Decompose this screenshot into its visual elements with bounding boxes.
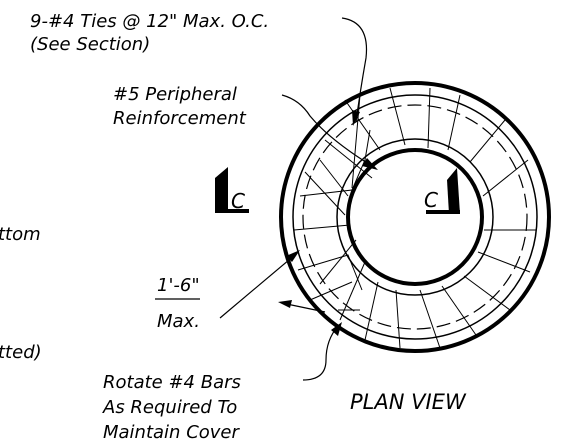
peripheral-note-line2: Reinforcement — [113, 108, 247, 129]
bar-hatching — [293, 87, 536, 349]
cropped-note-bottom: ttom — [0, 224, 41, 245]
rotate-note-line1: Rotate #4 Bars — [103, 372, 241, 393]
cover-dashed-circle — [302, 104, 528, 330]
rotate-leader — [302, 325, 339, 381]
ties-leader — [341, 17, 368, 123]
rotate-note-line3: Maintain Cover — [103, 422, 240, 443]
plan-view-title: PLAN VIEW — [350, 390, 467, 414]
rotate-note-line2: As Required To — [102, 397, 237, 418]
section-marker-left: C — [215, 167, 249, 213]
peripheral-arrowhead — [362, 158, 378, 170]
tie-inner-circle — [336, 138, 494, 296]
section-marker-right-label: C — [424, 188, 438, 212]
dimension-qualifier: Max. — [157, 311, 200, 332]
ties-note-line2: (See Section) — [30, 34, 150, 55]
dimension-line — [219, 253, 297, 319]
outer-pier-circle — [279, 81, 551, 353]
peripheral-note-line1: #5 Peripheral — [113, 84, 237, 105]
section-marker-left-label: C — [231, 189, 245, 213]
rotate-arrowhead — [331, 322, 342, 336]
dimension-arrowhead-left — [286, 250, 300, 262]
dimension-arrowhead-right — [278, 300, 292, 308]
section-marker-right: C — [424, 168, 460, 214]
inner-pier-circle — [346, 148, 484, 286]
ties-note-line1: 9-#4 Ties @ 12" Max. O.C. — [30, 11, 269, 32]
ties-arrowhead — [352, 110, 360, 126]
dimension-value: 1'-6" — [157, 275, 200, 296]
cropped-note-dotted: tted) — [0, 342, 42, 363]
peripheral-leader — [281, 94, 373, 167]
reinforcement-cage-circle — [292, 94, 538, 340]
